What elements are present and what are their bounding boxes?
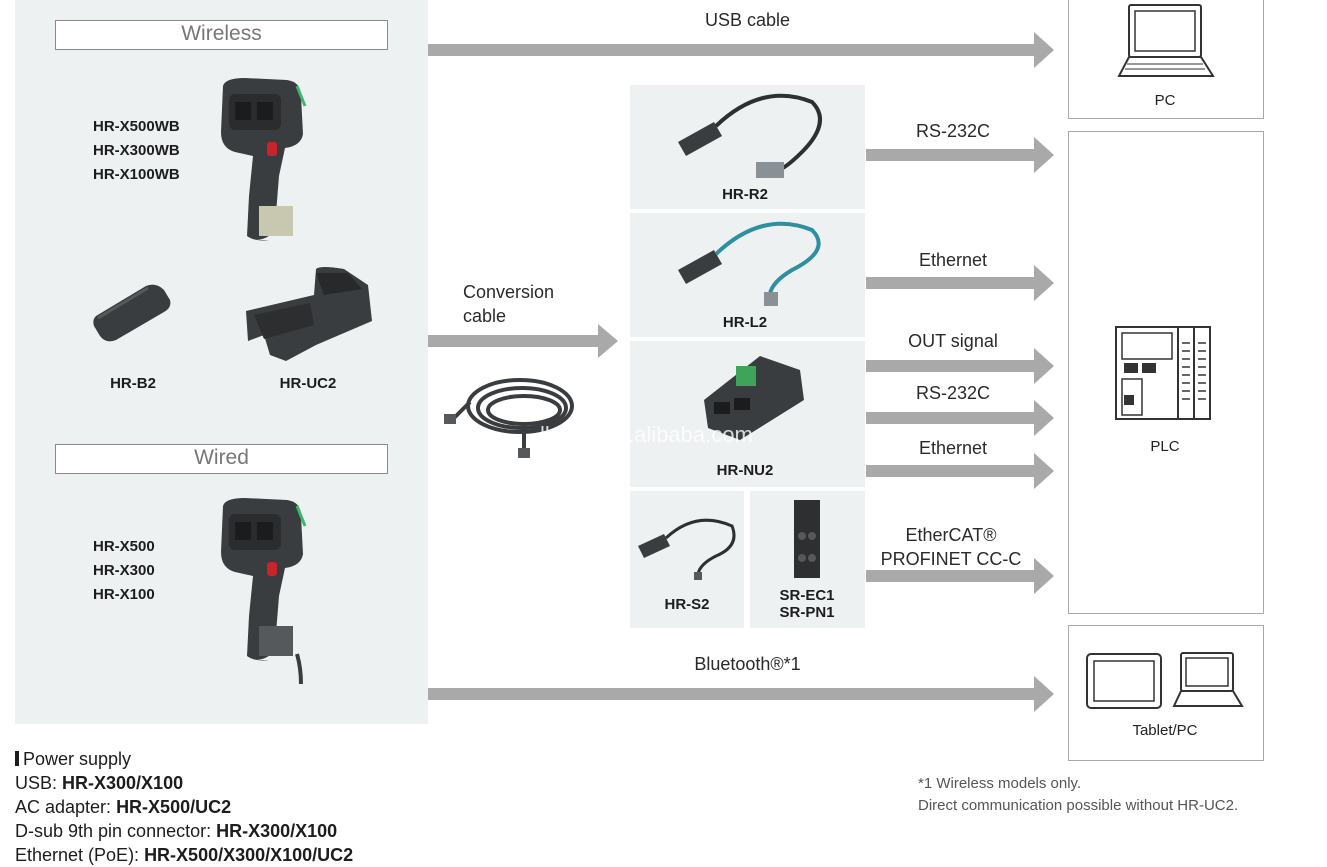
power-supply-row: Ethernet (PoE): HR-X500/X300/X100/UC2: [15, 845, 354, 865]
power-supply-title: Power supply: [15, 747, 353, 771]
power-supply-row: AC adapter: HR-X500/UC2: [15, 797, 232, 817]
wired-scanner-image: [221, 498, 307, 685]
usb-label: USB cable: [704, 10, 791, 30]
conversion-label-line2: cable: [463, 306, 507, 326]
ec1-label: SR-EC1 SR-PN1: [762, 587, 852, 621]
usb-arrow: [428, 32, 1054, 68]
laptop-small-icon: [1172, 652, 1244, 707]
ethernet-label-2: Ethernet: [918, 438, 988, 458]
tablet-pc-label: Tablet/PC: [1132, 722, 1198, 739]
wired-model: HR-X500: [93, 538, 155, 555]
rs232-label-1: RS-232C: [915, 121, 991, 141]
r2-label: HR-R2: [722, 186, 768, 203]
pc-label: PC: [1154, 92, 1176, 109]
wireless-header: Wireless: [55, 20, 388, 50]
power-supply-row: USB: HR-X300/X100: [15, 773, 184, 793]
power-supply-row: D-sub 9th pin connector: HR-X300/X100: [15, 821, 338, 841]
bluetooth-arrow: [428, 676, 1054, 712]
battery-label: HR-B2: [110, 375, 156, 392]
wireless-model: HR-X100WB: [93, 166, 180, 183]
footnotes: *1 Wireless models only. Direct communic…: [918, 773, 1238, 817]
fieldbus-arrow: [866, 558, 1054, 594]
fieldbus-label: EtherCAT® PROFINET CC-C: [868, 523, 1034, 571]
rs232-arrow-1: [866, 137, 1054, 173]
laptop-icon: [1117, 4, 1215, 77]
conversion-cable-label: Conversion cable: [463, 280, 554, 328]
charger-label: HR-UC2: [279, 375, 337, 392]
footnote-2: Direct communication possible without HR…: [918, 797, 1239, 814]
out-signal-label: OUT signal: [908, 331, 998, 351]
r2-adapter-image: [678, 93, 822, 178]
section-bar-icon: [15, 751, 19, 766]
bluetooth-label: Bluetooth®*1: [694, 654, 801, 674]
conversion-label-line1: Conversion: [463, 282, 555, 302]
plc-target-box: [1068, 131, 1264, 614]
ec1-module-image: [794, 500, 820, 578]
ec1-label-line1: SR-EC1: [779, 587, 835, 604]
ethercat-label: EtherCAT®: [905, 525, 997, 545]
wireless-model-list: HR-X500WB HR-X300WB HR-X100WB: [93, 115, 180, 187]
charger-image: [246, 267, 372, 361]
wireless-model: HR-X300WB: [93, 142, 180, 159]
rs232-arrow-2: [866, 400, 1054, 436]
profinet-label: PROFINET CC-C: [880, 549, 1022, 569]
l2-adapter-image: [678, 221, 821, 306]
wired-model-list: HR-X500 HR-X300 HR-X100: [93, 535, 155, 607]
nu2-adapter-image: [704, 356, 804, 440]
rs232-label-2: RS-232C: [915, 383, 991, 403]
s2-label: HR-S2: [664, 596, 710, 613]
conversion-cable-image: [444, 378, 574, 458]
plc-label: PLC: [1150, 438, 1180, 455]
adapter-box-s2: [630, 491, 744, 628]
wired-model: HR-X300: [93, 562, 155, 579]
wireless-scanner-image: [221, 78, 307, 241]
watermark: lblzdh.en.alibaba.com: [540, 422, 753, 447]
ethernet-arrow-2: [866, 453, 1054, 489]
footnote-1: *1 Wireless models only.: [918, 775, 1082, 792]
conversion-arrow: [428, 324, 618, 358]
nu2-label: HR-NU2: [716, 462, 774, 479]
plc-icon: [1115, 326, 1211, 420]
l2-label: HR-L2: [722, 314, 768, 331]
tablet-icon: [1086, 653, 1162, 709]
power-supply-section: Power supply USB: HR-X300/X100 AC adapte…: [15, 747, 353, 867]
out-signal-arrow: [866, 348, 1054, 384]
ec1-label-line2: SR-PN1: [779, 604, 835, 621]
wired-header: Wired: [55, 444, 388, 474]
ethernet-arrow-1: [866, 265, 1054, 301]
ethernet-label-1: Ethernet: [918, 250, 988, 270]
battery-image: [93, 284, 171, 342]
wireless-model: HR-X500WB: [93, 118, 180, 135]
s2-adapter-image: [638, 518, 736, 580]
wired-model: HR-X100: [93, 586, 155, 603]
